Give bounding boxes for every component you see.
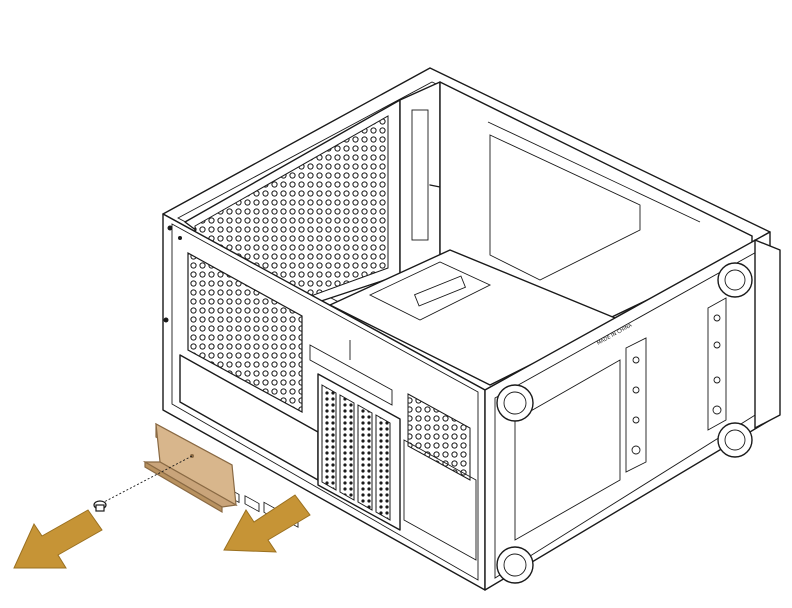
arrow-body — [13, 509, 103, 569]
mount-hole — [713, 341, 721, 349]
foot — [717, 422, 753, 458]
expansion-slot-cover — [375, 414, 391, 521]
rear-fan-mesh — [187, 251, 303, 414]
expansion-slot-cover — [339, 394, 355, 501]
mount-hole — [713, 376, 721, 384]
screw-assembly — [93, 455, 193, 512]
interior-side-cutout — [489, 134, 641, 281]
expansion-slot-top-bracket — [309, 344, 393, 406]
screw-hole — [178, 236, 182, 240]
thumb-screw — [93, 500, 107, 512]
right-side-panel-recess — [514, 359, 621, 541]
foot — [496, 384, 534, 422]
foot — [717, 262, 753, 298]
drive-cage-slot — [411, 109, 429, 241]
psu-vent-mesh — [407, 393, 471, 481]
screw-guide-line — [103, 455, 193, 503]
rear-panel-inner-edge — [171, 223, 479, 581]
bracket-edge — [144, 460, 223, 514]
interior-rail — [487, 121, 701, 223]
bracket — [142, 422, 238, 514]
screw-hole — [167, 225, 173, 231]
arrow-body — [223, 494, 311, 553]
mount-hole — [632, 356, 640, 364]
expansion-slot-cover — [357, 404, 373, 511]
mount-holes — [631, 314, 722, 455]
foot — [496, 546, 534, 584]
psu-shroud-cutout — [368, 261, 492, 321]
hdd-mount-rail — [707, 297, 727, 431]
hdd-mount-rail — [625, 337, 647, 473]
screw-shaft — [95, 504, 105, 512]
front-bezel — [754, 239, 781, 429]
mount-hole — [632, 386, 640, 394]
mount-hole — [631, 445, 641, 455]
case-feet — [496, 262, 753, 584]
shroud-slot — [413, 275, 467, 307]
io-port — [244, 495, 260, 513]
psu-mount-frame — [403, 439, 477, 561]
removal-arrow-left — [13, 509, 103, 569]
drive-cage — [399, 81, 441, 276]
foot-inner — [724, 269, 746, 291]
foot-inner — [503, 391, 527, 415]
pc-case: MADE IN CHINA — [162, 67, 781, 591]
screw-hole — [163, 317, 169, 323]
removal-arrow-right — [223, 494, 311, 553]
foot-inner — [503, 553, 527, 577]
mount-hole — [712, 405, 722, 415]
expansion-slot-cover — [321, 384, 337, 491]
foot-inner — [724, 429, 746, 451]
mount-hole — [713, 314, 721, 322]
mount-hole — [632, 416, 640, 424]
